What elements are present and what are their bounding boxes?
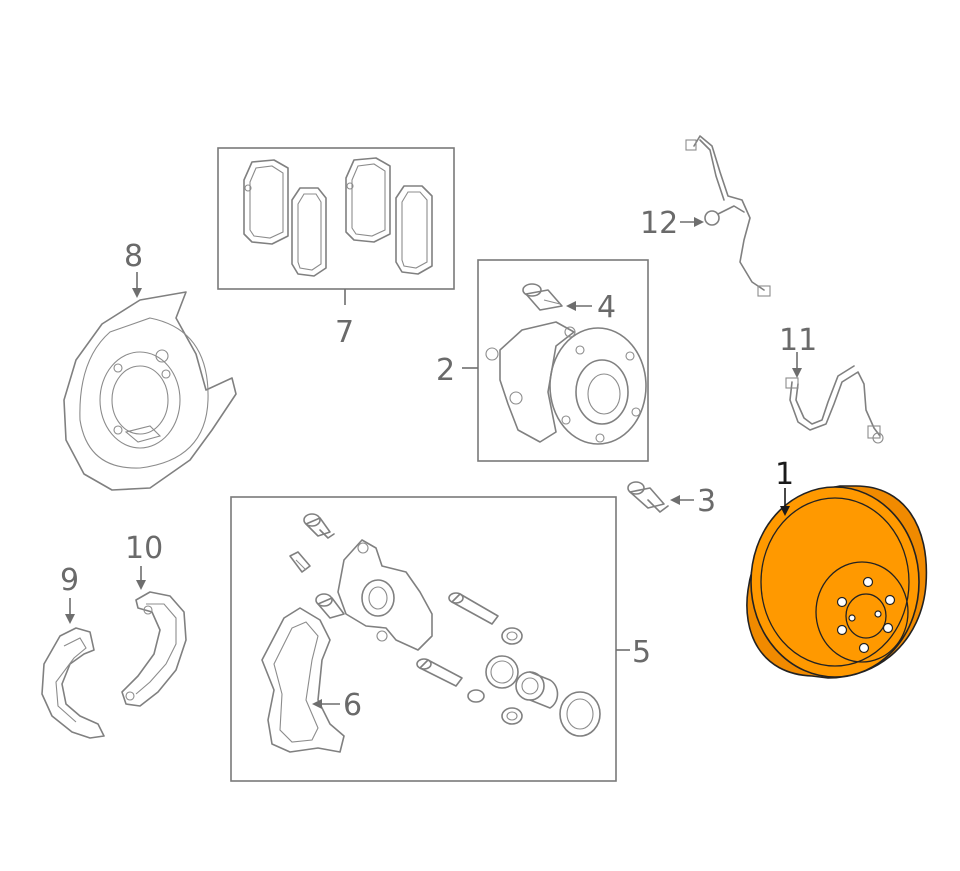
abs-speed-sensor[interactable]: [685, 135, 771, 297]
brake-pads-group[interactable]: 7: [217, 147, 455, 350]
hub-flange[interactable]: [549, 327, 647, 445]
callout-1: 1: [775, 457, 794, 492]
rotor-face: [750, 486, 920, 678]
piston-seal[interactable]: [485, 655, 519, 689]
callout-6: 6: [343, 688, 362, 723]
piston-boot[interactable]: [559, 691, 601, 737]
pads-kit-box: [217, 147, 455, 290]
callout-7: 7: [335, 315, 354, 350]
caliper-group[interactable]: 6 5: [230, 496, 651, 782]
rotor-hat: [815, 561, 909, 663]
callout-10: 10: [125, 531, 163, 566]
parking-brake-shoe[interactable]: [41, 627, 105, 739]
brake-hose[interactable]: [785, 365, 884, 444]
brake-pad[interactable]: [243, 159, 289, 245]
bearing-housing[interactable]: [499, 321, 575, 443]
brake-pad[interactable]: [395, 185, 433, 275]
bleeder-screw[interactable]: [289, 551, 311, 573]
hub-bearing-group[interactable]: 4 2: [436, 259, 649, 462]
parking-brake-shoe[interactable]: [121, 591, 187, 707]
callout-11: 11: [779, 323, 817, 358]
guide-pin-boot[interactable]: [501, 627, 523, 645]
callout-9: 9: [60, 563, 79, 598]
hub-kit-box: [477, 259, 649, 462]
brake-pad[interactable]: [345, 157, 391, 243]
guide-pin-boot[interactable]: [501, 707, 523, 725]
caliper-body[interactable]: [337, 539, 433, 651]
caliper-bolt[interactable]: [315, 593, 345, 619]
caliper-kit-box: [230, 496, 617, 782]
callout-4: 4: [597, 290, 616, 325]
backing-plate[interactable]: [63, 291, 237, 491]
callout-8: 8: [124, 239, 143, 274]
callout-5: 5: [632, 635, 651, 670]
hub-center: [575, 359, 629, 425]
brake-rotor[interactable]: [746, 485, 928, 679]
hub-bolt[interactable]: [522, 283, 563, 311]
backing-plate-center: [111, 365, 169, 435]
caliper-piston[interactable]: [515, 671, 559, 709]
dust-boot[interactable]: [467, 689, 485, 703]
callout-3: 3: [697, 484, 716, 519]
guide-pin[interactable]: [416, 658, 463, 687]
caliper-bolt[interactable]: [303, 513, 335, 539]
mounting-bolt[interactable]: [627, 481, 669, 513]
caliper-bracket[interactable]: [261, 607, 345, 753]
callout-2: 2: [436, 353, 455, 388]
callout-12: 12: [640, 206, 678, 241]
brake-pad[interactable]: [291, 187, 327, 277]
guide-pin[interactable]: [448, 592, 499, 625]
